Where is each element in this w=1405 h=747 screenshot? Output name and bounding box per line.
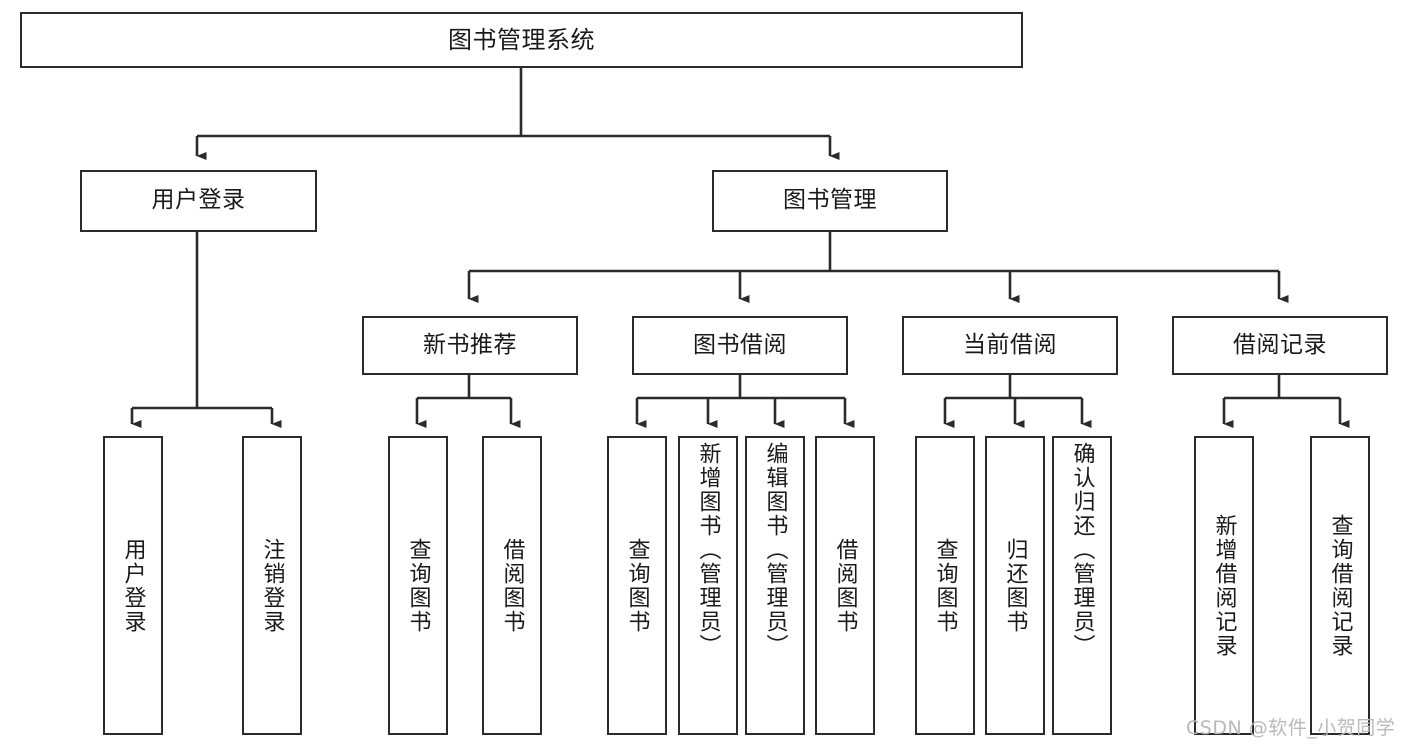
leaf-query-record-label: 查询借阅记录 (1327, 513, 1353, 658)
node-book-manage-label: 图书管理 (783, 187, 877, 214)
node-borrow-record-label: 借阅记录 (1233, 331, 1327, 358)
leaf-query-book-3-label: 查询图书 (932, 537, 958, 634)
node-root[interactable]: 图书管理系统 (20, 12, 1023, 68)
leaf-confirm-return-label: 确认归还（管理员） (1069, 442, 1095, 658)
leaf-query-book-1[interactable]: 查询图书 (388, 436, 448, 735)
edge-currentborrow-bus (945, 375, 1082, 400)
leaf-user-logout-label: 注销登录 (259, 537, 285, 634)
leaf-query-book-2-label: 查询图书 (624, 537, 650, 634)
leaf-confirm-return[interactable]: 确认归还（管理员） (1052, 436, 1112, 735)
leaf-user-login-label: 用户登录 (120, 537, 146, 634)
edge-root-bus (197, 68, 830, 138)
edge-userlogin-bus (132, 232, 272, 410)
leaf-borrow-book-1[interactable]: 借阅图书 (482, 436, 542, 735)
leaf-return-book[interactable]: 归还图书 (985, 436, 1045, 735)
node-user-login[interactable]: 用户登录 (80, 170, 317, 232)
leaf-edit-book-label: 编辑图书（管理员） (762, 442, 788, 658)
node-current-borrow-label: 当前借阅 (963, 331, 1057, 358)
leaf-query-record[interactable]: 查询借阅记录 (1310, 436, 1370, 735)
leaf-borrow-book-1-label: 借阅图书 (499, 537, 525, 634)
leaf-edit-book[interactable]: 编辑图书（管理员） (745, 436, 805, 735)
leaf-add-book-label: 新增图书（管理员） (695, 442, 721, 658)
leaf-borrow-book-2-label: 借阅图书 (832, 537, 858, 634)
leaf-query-book-1-label: 查询图书 (405, 537, 431, 634)
node-borrow-record[interactable]: 借阅记录 (1172, 316, 1388, 375)
edge-bookmanage-bus (469, 232, 1279, 273)
leaf-add-book[interactable]: 新增图书（管理员） (678, 436, 738, 735)
leaf-query-book-3[interactable]: 查询图书 (915, 436, 975, 735)
leaf-user-login[interactable]: 用户登录 (103, 436, 163, 735)
leaf-add-record-label: 新增借阅记录 (1211, 513, 1237, 658)
node-user-login-label: 用户登录 (151, 187, 246, 214)
node-new-book-recommend-label: 新书推荐 (423, 331, 517, 358)
node-book-manage[interactable]: 图书管理 (712, 170, 948, 232)
leaf-query-book-2[interactable]: 查询图书 (607, 436, 667, 735)
edge-bookborrow-bus (637, 375, 845, 400)
node-root-label: 图书管理系统 (448, 25, 595, 54)
leaf-user-logout[interactable]: 注销登录 (242, 436, 302, 735)
node-book-borrow-label: 图书借阅 (693, 331, 787, 358)
edge-borrowrecord-bus (1224, 375, 1340, 400)
leaf-return-book-label: 归还图书 (1002, 537, 1028, 634)
node-book-borrow[interactable]: 图书借阅 (632, 316, 848, 375)
leaf-borrow-book-2[interactable]: 借阅图书 (815, 436, 875, 735)
edge-newbook-bus (417, 375, 511, 400)
node-current-borrow[interactable]: 当前借阅 (902, 316, 1118, 375)
leaf-add-record[interactable]: 新增借阅记录 (1194, 436, 1254, 735)
node-new-book-recommend[interactable]: 新书推荐 (362, 316, 578, 375)
